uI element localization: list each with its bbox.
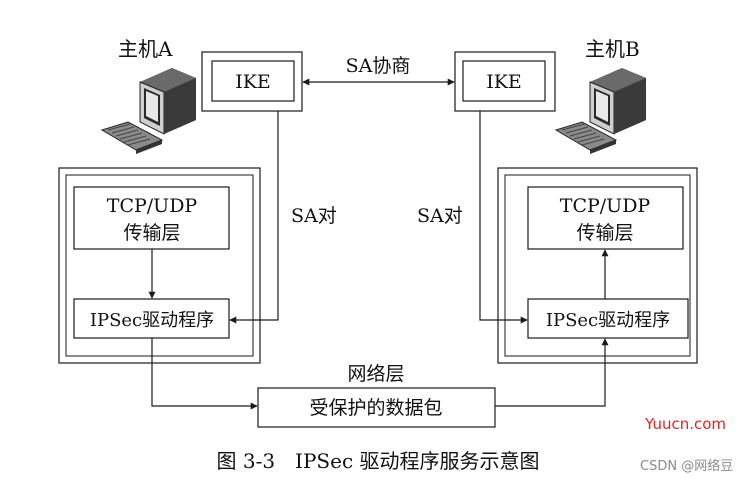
network-layer-label: 网络层: [347, 363, 404, 385]
arrow-packet-to-ipsec-right: [495, 338, 609, 407]
host-a-outer-frame: [58, 167, 261, 364]
transport-layer-label-left: 传输层: [123, 222, 180, 244]
ipsec-driver-label-left: IPSec驱动程序: [90, 310, 214, 331]
arrow-ike-to-ipsec-right: [479, 111, 528, 324]
figure-caption: 图 3-3 IPSec 驱动程序服务示意图: [216, 449, 539, 473]
transport-layer-label-right: 传输层: [576, 222, 633, 244]
protected-packet-label: 受保护的数据包: [309, 397, 442, 419]
host-b-label: 主机B: [585, 37, 640, 61]
host-a-label: 主机A: [118, 37, 173, 61]
host-b-outer-frame: [497, 167, 698, 364]
arrow-ipsec-left-to-packet: [151, 338, 258, 410]
sa-pair-label-left: SA对: [291, 205, 337, 227]
computer-icon-host-b: [554, 68, 646, 154]
tcp-udp-label-right: TCP/UDP: [560, 195, 651, 217]
ike-box-left: [211, 60, 295, 102]
tcp-udp-label-left: TCP/UDP: [107, 195, 198, 217]
ipsec-box-right: [527, 298, 689, 339]
host-b-inner-frame: [504, 174, 691, 357]
ike-outer-left: [201, 51, 303, 112]
host-a-inner-frame: [65, 174, 254, 357]
sa-pair-label-right: SA对: [417, 205, 463, 227]
ike-label-left: IKE: [235, 71, 271, 93]
arrow-ike-to-ipsec-left: [229, 111, 279, 324]
ipsec-driver-label-right: IPSec驱动程序: [546, 310, 670, 331]
protected-packet-box: [257, 387, 496, 428]
computer-icon-host-a: [100, 68, 196, 154]
watermark-site: Yuucn.com: [645, 415, 727, 433]
ike-box-right: [462, 60, 546, 102]
tcp-udp-box-right: [527, 186, 684, 250]
ike-label-right: IKE: [486, 71, 522, 93]
watermark-author: CSDN @网络豆: [640, 459, 734, 474]
sa-negotiation-label: SA协商: [346, 55, 411, 77]
ike-outer-right: [454, 51, 556, 112]
